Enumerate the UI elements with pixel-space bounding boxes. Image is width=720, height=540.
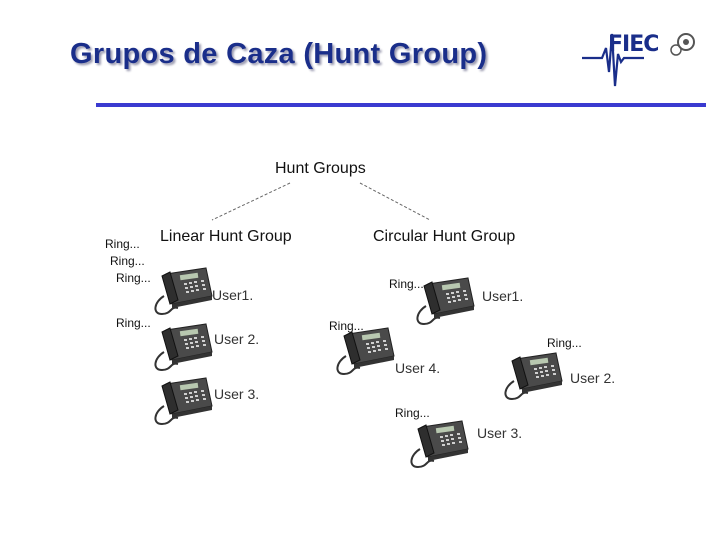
user-label: User1. xyxy=(212,287,253,303)
ring-label: Ring... xyxy=(105,237,140,251)
ring-label: Ring... xyxy=(116,271,151,285)
user-label: User 2. xyxy=(570,370,615,386)
telephone-icon xyxy=(500,347,568,405)
telephone-icon xyxy=(412,272,480,330)
circular-group-label: Circular Hunt Group xyxy=(373,228,515,246)
telephone-icon xyxy=(150,318,218,376)
user-label: User 2. xyxy=(214,331,259,347)
telephone-icon xyxy=(150,372,218,430)
user-label: User 3. xyxy=(477,425,522,441)
root-node-label: Hunt Groups xyxy=(275,160,366,178)
telephone-icon xyxy=(150,262,218,320)
ring-label: Ring... xyxy=(116,316,151,330)
user-label: User1. xyxy=(482,288,523,304)
telephone-icon xyxy=(332,322,400,380)
telephone-icon xyxy=(406,415,474,473)
linear-group-label: Linear Hunt Group xyxy=(160,228,292,246)
user-label: User 4. xyxy=(395,360,440,376)
ring-label: Ring... xyxy=(110,254,145,268)
user-label: User 3. xyxy=(214,386,259,402)
